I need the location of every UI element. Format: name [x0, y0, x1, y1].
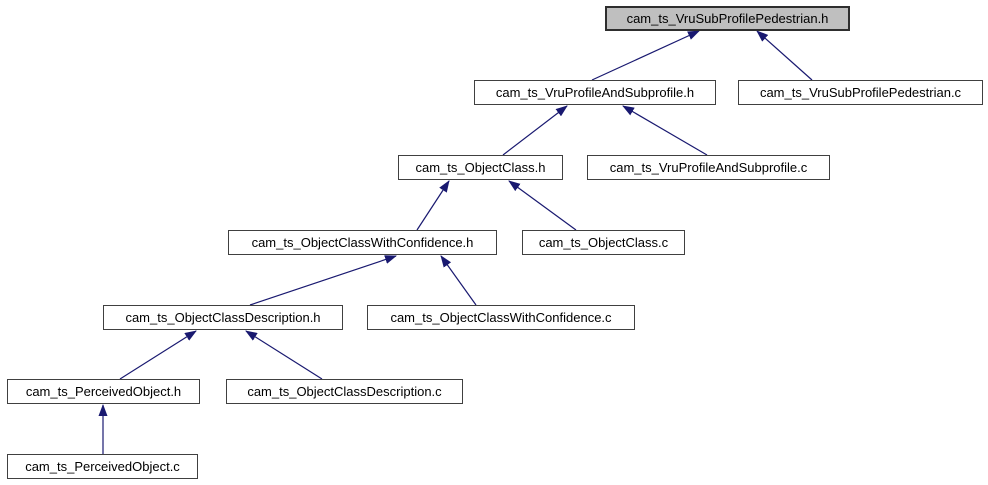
- edge-vruprofileandsubprofile-h-to-vrusubprofilepedestrian-h: [591, 30, 700, 81]
- edge-objectclasswithconfidence-c-to-objectclasswithconfidence-h: [440, 255, 477, 306]
- edge-vruprofileandsubprofile-c-to-vruprofileandsubprofile-h: [622, 105, 708, 156]
- graph-node-cam-ts-vruprofileandsubprofile-h[interactable]: cam_ts_VruProfileAndSubprofile.h: [474, 80, 716, 105]
- edge-perceivedobject-h-to-objectclassdescription-h: [119, 330, 197, 380]
- graph-node-cam-ts-perceivedobject-h[interactable]: cam_ts_PerceivedObject.h: [7, 379, 200, 404]
- graph-node-cam-ts-objectclasswithconfidence-h[interactable]: cam_ts_ObjectClassWithConfidence.h: [228, 230, 497, 255]
- edge-objectclassdescription-h-to-objectclasswithconfidence-h: [249, 255, 397, 306]
- edge-objectclassdescription-c-to-objectclassdescription-h: [245, 330, 323, 380]
- edge-vrusubprofilepedestrian-c-to-vrusubprofilepedestrian-h: [756, 30, 813, 81]
- graph-node-cam-ts-vruprofileandsubprofile-c[interactable]: cam_ts_VruProfileAndSubprofile.c: [587, 155, 830, 180]
- graph-node-cam-ts-vrusubprofilepedestrian-h: cam_ts_VruSubProfilePedestrian.h: [605, 6, 850, 31]
- graph-node-cam-ts-objectclass-h[interactable]: cam_ts_ObjectClass.h: [398, 155, 563, 180]
- graph-node-cam-ts-objectclass-c[interactable]: cam_ts_ObjectClass.c: [522, 230, 685, 255]
- edge-objectclasswithconfidence-h-to-objectclass-h: [416, 180, 450, 231]
- graph-node-cam-ts-objectclasswithconfidence-c[interactable]: cam_ts_ObjectClassWithConfidence.c: [367, 305, 635, 330]
- graph-node-cam-ts-objectclassdescription-h[interactable]: cam_ts_ObjectClassDescription.h: [103, 305, 343, 330]
- graph-node-cam-ts-perceivedobject-c[interactable]: cam_ts_PerceivedObject.c: [7, 454, 198, 479]
- graph-node-cam-ts-vrusubprofilepedestrian-c[interactable]: cam_ts_VruSubProfilePedestrian.c: [738, 80, 983, 105]
- edge-objectclass-h-to-vruprofileandsubprofile-h: [502, 105, 568, 156]
- graph-node-cam-ts-objectclassdescription-c[interactable]: cam_ts_ObjectClassDescription.c: [226, 379, 463, 404]
- edge-objectclass-c-to-objectclass-h: [508, 180, 577, 231]
